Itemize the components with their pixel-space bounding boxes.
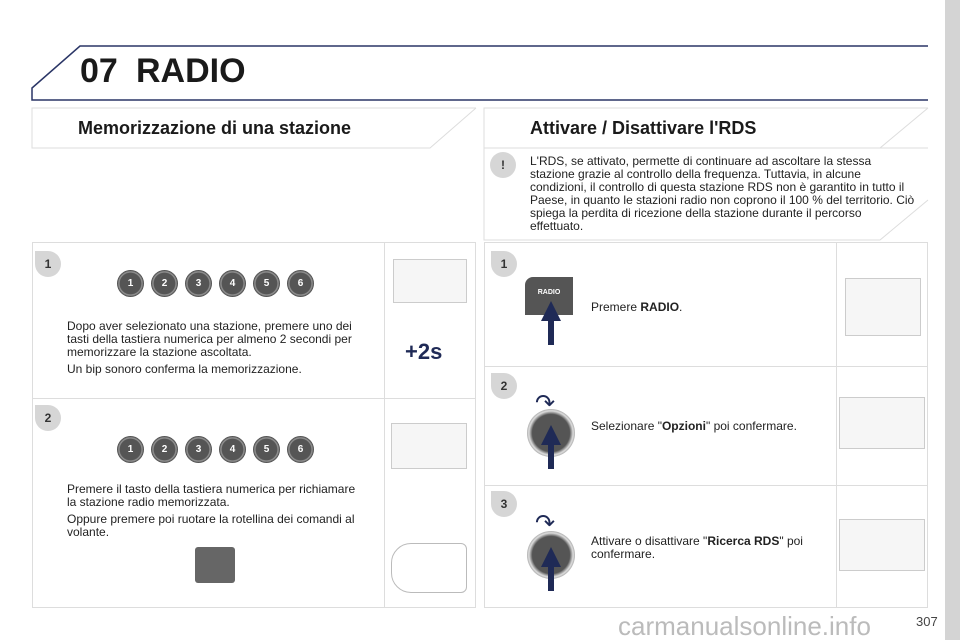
step1-instruction: Premere RADIO. — [591, 300, 683, 314]
press-arrow-icon — [541, 301, 561, 345]
page-number: 307 — [916, 614, 938, 629]
preset-button-6: 6 — [287, 436, 314, 463]
preset-button-3: 3 — [185, 270, 212, 297]
preset-button-1: 1 — [117, 270, 144, 297]
warning-icon: ! — [490, 152, 516, 178]
step2-instruction: Selezionare "Opzioni" poi confermare. — [591, 419, 797, 433]
rds-panel: 1 RADIO Premere RADIO. 2 ↷ Selezionare "… — [484, 242, 928, 608]
preset-button-4: 4 — [219, 270, 246, 297]
step-badge-2: 2 — [35, 405, 61, 431]
preset-button-2: 2 — [151, 436, 178, 463]
section-title-memorize: Memorizzazione di una stazione — [78, 118, 352, 138]
step1-text: Dopo aver selezionato una stazione, prem… — [67, 319, 352, 376]
page-edge-bar — [945, 0, 960, 640]
step2-text: Premere il tasto della tastiera numerica… — [67, 482, 356, 539]
step-badge-3: 3 — [491, 491, 517, 517]
rotate-arrow-icon: ↷ — [535, 510, 556, 537]
press-arrow-icon — [541, 425, 561, 469]
preset-button-4: 4 — [219, 436, 246, 463]
radio-unit-thumbnail — [839, 519, 925, 571]
radio-unit-thumbnail — [839, 397, 925, 449]
step-badge-1: 1 — [491, 251, 517, 277]
preset-button-2: 2 — [151, 270, 178, 297]
hold-2s-icon: +2s — [405, 339, 443, 364]
chapter-number: 07 — [80, 52, 118, 90]
step-badge-2: 2 — [491, 373, 517, 399]
steering-control-thumbnail — [391, 543, 467, 593]
preset-button-5: 5 — [253, 270, 280, 297]
chapter-title: RADIO — [136, 52, 246, 90]
steering-wheel-control-icon — [195, 547, 235, 583]
step-badge-1: 1 — [35, 251, 61, 277]
preset-button-6: 6 — [287, 270, 314, 297]
watermark: carmanualsonline.info — [618, 611, 871, 641]
radio-unit-thumbnail — [845, 278, 921, 336]
preset-button-3: 3 — [185, 436, 212, 463]
radio-unit-thumbnail — [393, 259, 467, 303]
radio-unit-thumbnail — [391, 423, 467, 469]
preset-button-1: 1 — [117, 436, 144, 463]
rds-warning-text: L'RDS, se attivato, permette di continua… — [530, 154, 915, 233]
step3-instruction: Attivare o disattivare "Ricerca RDS" poi… — [591, 534, 803, 561]
preset-button-5: 5 — [253, 436, 280, 463]
press-arrow-icon — [541, 547, 561, 591]
frame-lines — [31, 45, 929, 241]
section-title-rds: Attivare / Disattivare l'RDS — [530, 118, 757, 138]
